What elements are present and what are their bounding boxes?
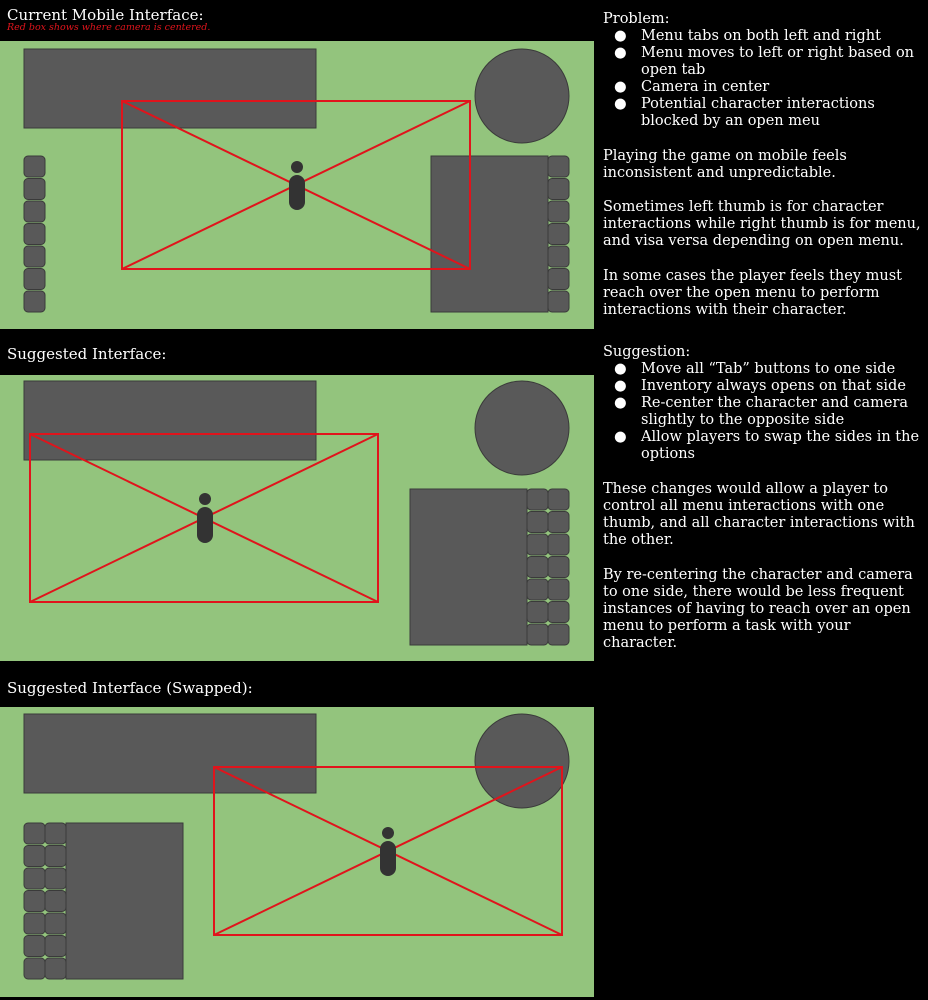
menu-tab-button <box>526 601 549 623</box>
mockup-swapped-drawing <box>23 713 570 980</box>
mockup-current <box>0 41 594 329</box>
menu-tab-button <box>526 578 549 601</box>
menu-tab-button <box>23 178 46 200</box>
top-bar <box>23 713 317 794</box>
menu-tab-button <box>526 556 549 578</box>
menu-tab-button <box>23 890 46 912</box>
bullet-icon: ● <box>614 395 627 411</box>
section-heading-suggested: Suggested Interface: <box>7 345 167 363</box>
list-item: ●Camera in center <box>614 79 770 95</box>
menu-tab-button <box>23 957 46 980</box>
list-item: ●Menu moves to left or right based on op… <box>614 45 915 78</box>
left-tab-column <box>23 155 46 313</box>
menu-tab-button <box>547 268 570 290</box>
minimap-circle <box>474 380 570 476</box>
bullet-icon: ● <box>614 361 627 377</box>
problem-paragraph: Sometimes left thumb is for character in… <box>603 199 921 249</box>
menu-tab-button <box>23 200 46 223</box>
tab-column-outer <box>547 488 570 646</box>
minimap-circle <box>474 713 570 809</box>
inventory-panel <box>430 155 549 313</box>
top-bar <box>23 380 317 461</box>
list-item: ●Inventory always opens on that side <box>614 378 906 394</box>
tab-column-outer <box>23 822 46 980</box>
menu-tab-button <box>526 488 549 511</box>
camera-note: Red box shows where camera is centered. <box>7 22 211 33</box>
menu-tab-button <box>23 845 46 867</box>
menu-tab-button <box>23 935 46 957</box>
bullet-icon: ● <box>614 45 627 61</box>
menu-tab-button <box>547 601 570 623</box>
inventory-panel <box>65 822 184 980</box>
problem-list: ●Menu tabs on both left and right ●Menu … <box>603 28 923 130</box>
problem-paragraph: In some cases the player feels they must… <box>603 268 902 318</box>
list-item: ●Allow players to swap the sides in the … <box>614 429 920 462</box>
menu-tab-button <box>23 223 46 245</box>
menu-tab-button <box>44 867 67 890</box>
menu-tab-button <box>526 623 549 646</box>
menu-tab-button <box>44 957 67 980</box>
bullet-icon: ● <box>614 96 627 112</box>
mockup-swapped <box>0 707 594 997</box>
menu-tab-button <box>547 511 570 533</box>
menu-tab-button <box>526 533 549 556</box>
problem-block: Problem: ●Menu tabs on both left and rig… <box>603 11 923 130</box>
minimap-circle <box>474 48 570 144</box>
section-heading-current: Current Mobile Interface: <box>7 6 204 24</box>
character <box>289 161 305 210</box>
suggestion-paragraph: These changes would allow a player to co… <box>603 481 915 548</box>
bullet-icon: ● <box>614 79 627 95</box>
menu-tab-button <box>547 290 570 313</box>
menu-tab-button <box>23 912 46 935</box>
menu-tab-button <box>547 200 570 223</box>
character <box>197 493 213 543</box>
menu-tab-button <box>23 155 46 178</box>
menu-tab-button <box>44 912 67 935</box>
list-item: ●Menu tabs on both left and right <box>614 28 881 44</box>
menu-tab-button <box>547 223 570 245</box>
mockup-suggested <box>0 375 594 661</box>
bullet-icon: ● <box>614 28 627 44</box>
menu-tab-button <box>23 867 46 890</box>
problem-title: Problem: <box>603 11 670 27</box>
menu-tab-button <box>23 290 46 313</box>
list-item: ●Move all “Tab” buttons to one side <box>614 361 896 377</box>
menu-tab-button <box>44 822 67 845</box>
menu-tab-button <box>547 533 570 556</box>
right-tab-column <box>547 155 570 313</box>
menu-tab-button <box>547 578 570 601</box>
suggestion-title: Suggestion: <box>603 344 691 360</box>
suggestion-paragraph: By re-centering the character and camera… <box>603 567 913 651</box>
bullet-icon: ● <box>614 429 627 445</box>
tab-column-inner <box>44 822 67 980</box>
menu-tab-button <box>44 890 67 912</box>
top-bar <box>23 48 317 129</box>
list-item: ●Re-center the character and camera slig… <box>614 395 909 428</box>
suggestion-block: Suggestion: ●Move all “Tab” buttons to o… <box>603 344 923 463</box>
tab-column-inner <box>526 488 549 646</box>
menu-tab-button <box>547 155 570 178</box>
menu-tab-button <box>23 268 46 290</box>
section-heading-swapped: Suggested Interface (Swapped): <box>7 679 253 697</box>
character <box>380 827 396 876</box>
mockup-suggested-drawing <box>23 380 570 646</box>
bullet-icon: ● <box>614 378 627 394</box>
menu-tab-button <box>547 245 570 268</box>
menu-tab-button <box>23 245 46 268</box>
suggestion-list: ●Move all “Tab” buttons to one side ●Inv… <box>603 361 923 463</box>
menu-tab-button <box>44 845 67 867</box>
menu-tab-button <box>547 488 570 511</box>
inventory-panel <box>409 488 528 646</box>
list-item: ●Potential character interactions blocke… <box>614 96 875 129</box>
menu-tab-button <box>526 511 549 533</box>
menu-tab-button <box>23 822 46 845</box>
menu-tab-button <box>547 178 570 200</box>
menu-tab-button <box>547 623 570 646</box>
menu-tab-button <box>547 556 570 578</box>
problem-paragraph: Playing the game on mobile feels inconsi… <box>603 148 847 181</box>
mockup-current-drawing <box>23 48 570 313</box>
menu-tab-button <box>44 935 67 957</box>
